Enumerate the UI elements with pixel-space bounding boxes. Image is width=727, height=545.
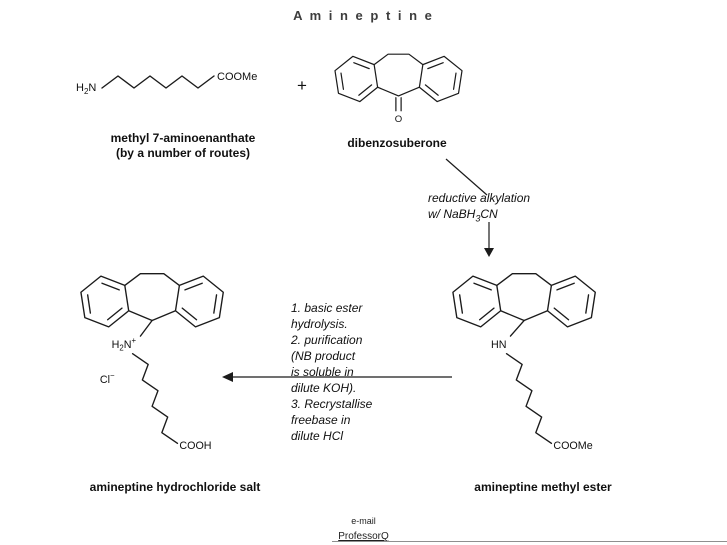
plus-sign: + [297, 76, 307, 95]
chloride-counterion-label: Cl− [100, 371, 115, 386]
amine-nh-label: HN [491, 339, 506, 351]
bottom-rule [332, 541, 727, 542]
structure-dibenzosuberone: O [334, 53, 463, 125]
dibenzosuberane-skeleton [334, 53, 463, 103]
step1-annotation: reductive alkylation w/ NaBH3CN [428, 190, 530, 226]
footer: e-mail ProfessorQ [0, 516, 727, 544]
ester-group-label: COOMe [553, 440, 592, 452]
carbonyl-double-bond [395, 97, 402, 112]
step1-line1: reductive alkylation [428, 191, 531, 205]
alkyl-chain-bonds [101, 75, 215, 89]
structure-amineptine-methyl-ester: HN COOMe [452, 273, 596, 452]
reactant1-label: methyl 7-aminoenanthate (by a number of … [58, 131, 308, 161]
page-title: A m i n e p t i n e [293, 8, 434, 23]
subscript-3: 3 [475, 213, 481, 224]
product-ester-label: amineptine methyl ester [474, 480, 612, 494]
dibenzosuberane-skeleton [80, 273, 224, 328]
alkyl-chain-bonds [131, 352, 179, 445]
email-label: e-mail [351, 516, 376, 526]
step2-annotation: 1. basic ester hydrolysis. 2. purificati… [291, 301, 373, 443]
alkyl-chain-bonds [505, 352, 553, 445]
dibenzosuberane-skeleton [452, 273, 596, 328]
reactant1-label-line1: methyl 7-aminoenanthate [110, 131, 256, 145]
reactant1-label-line2: (by a number of routes) [115, 146, 250, 160]
down-reaction-arrow [484, 222, 494, 257]
c-n-bond [509, 319, 525, 337]
amine-group-label: H2N [76, 82, 96, 96]
step1-line2: w/ NaBH3CN [428, 207, 498, 224]
reactant2-label: dibenzosuberone [347, 136, 447, 150]
acid-group-label: COOH [179, 440, 211, 452]
ester-group-label: COOMe [217, 71, 257, 83]
structure-methyl-7-aminoenanthate: H2N COOMe [76, 71, 257, 96]
c-n-bond [139, 319, 153, 337]
product-salt-label: amineptine hydrochloride salt [89, 480, 261, 494]
professorq-link[interactable]: ProfessorQ [338, 531, 389, 542]
ammonium-group-label: H2N+ [112, 336, 137, 353]
structure-amineptine-hydrochloride: H2N+ Cl− COOH [80, 273, 224, 452]
down-arrowhead-icon [484, 248, 494, 257]
carbonyl-oxygen-label: O [395, 114, 402, 125]
